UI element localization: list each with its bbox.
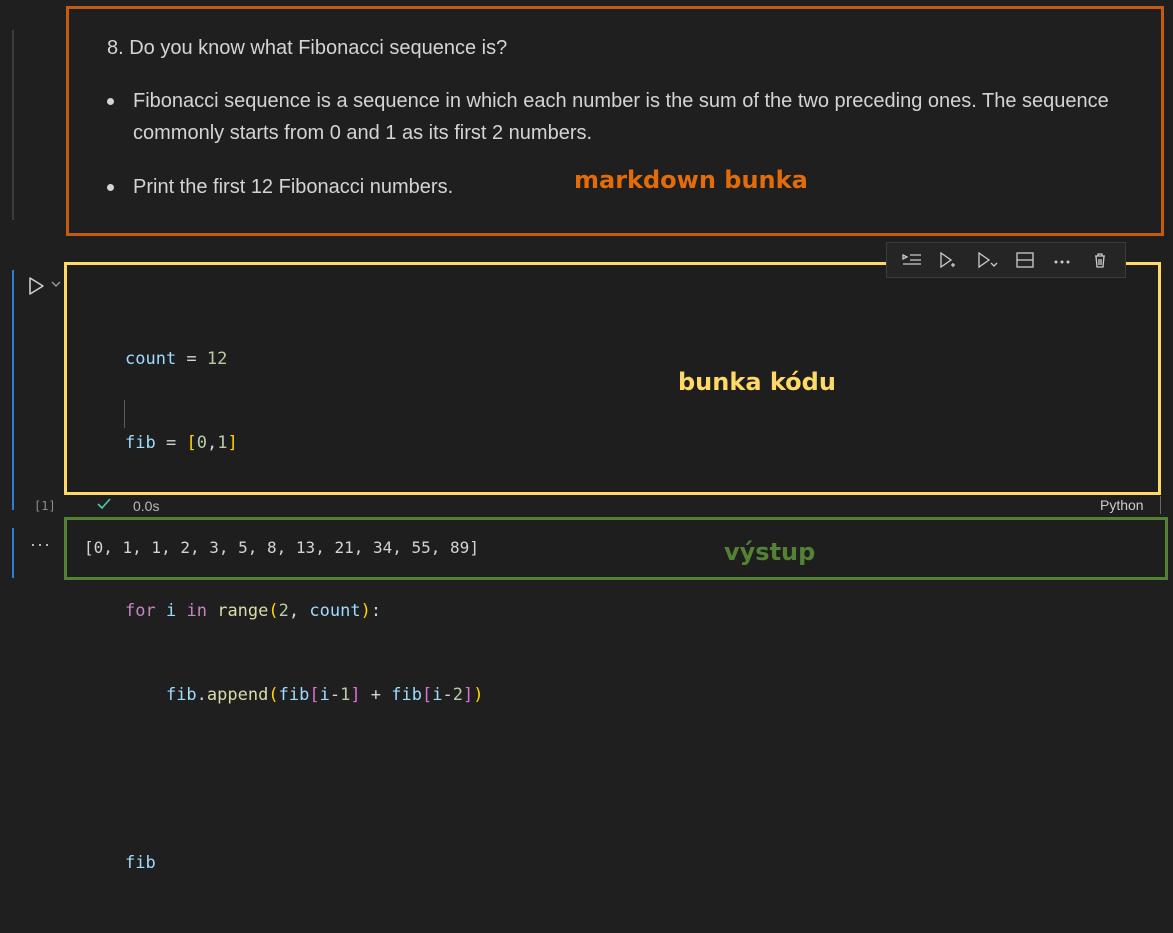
markdown-heading: 8. Do you know what Fibonacci sequence i… <box>107 37 508 59</box>
more-icon[interactable] <box>1050 250 1074 270</box>
output-cell <box>64 517 1168 580</box>
code-line: fib.append(fib[i-1] + fib[i-2]) <box>165 685 484 705</box>
markdown-cell[interactable]: 8. Do you know what Fibonacci sequence i… <box>66 6 1164 236</box>
run-cell-icon[interactable] <box>26 276 46 296</box>
bullet-dot <box>107 184 114 191</box>
split-cell-icon[interactable] <box>1013 250 1037 270</box>
execute-above-icon[interactable] <box>937 250 961 270</box>
code-line: count = 12 <box>125 349 228 369</box>
indent-guide <box>124 400 125 428</box>
chevron-down-icon[interactable] <box>50 278 62 290</box>
output-cell-focus-bar <box>12 528 14 578</box>
kernel-language[interactable]: Python <box>1100 497 1144 513</box>
bullet-text: Print the first 12 Fibonacci numbers. <box>133 176 454 198</box>
code-cell-annotation: bunka kódu <box>678 368 836 396</box>
output-cell-annotation: výstup <box>724 538 816 566</box>
output-text: [0, 1, 1, 2, 3, 5, 8, 13, 21, 34, 55, 89… <box>84 538 479 557</box>
output-more-button[interactable]: ··· <box>30 534 51 554</box>
delete-icon[interactable] <box>1088 250 1112 270</box>
check-icon <box>97 498 111 510</box>
code-line: fib <box>125 853 156 873</box>
bullet-text: Fibonacci sequence is a sequence in whic… <box>133 90 1109 144</box>
cell-toolbar <box>886 242 1126 278</box>
code-cell[interactable]: count = 12 fib = [0,1] for i in range(2,… <box>64 262 1161 873</box>
execute-below-icon[interactable] <box>975 250 999 270</box>
run-by-line-icon[interactable] <box>900 250 924 270</box>
execution-count: [1] <box>34 499 56 513</box>
bullet-dot <box>107 98 114 105</box>
markdown-cell-annotation: markdown bunka <box>574 166 808 194</box>
markdown-bullet: Print the first 12 Fibonacci numbers. <box>107 171 453 203</box>
code-editor[interactable]: count = 12 fib = [0,1] for i in range(2,… <box>125 289 484 933</box>
code-line: for i in range(2, count): <box>125 601 382 621</box>
code-line: fib = [0,1] <box>125 433 238 453</box>
code-line <box>125 765 484 793</box>
code-cell-focus-bar <box>12 270 14 510</box>
markdown-bullet: Fibonacci sequence is a sequence in whic… <box>107 85 1157 149</box>
divider <box>1160 496 1161 514</box>
execution-time: 0.0s <box>133 498 160 514</box>
markdown-cell-gutter <box>12 30 14 220</box>
